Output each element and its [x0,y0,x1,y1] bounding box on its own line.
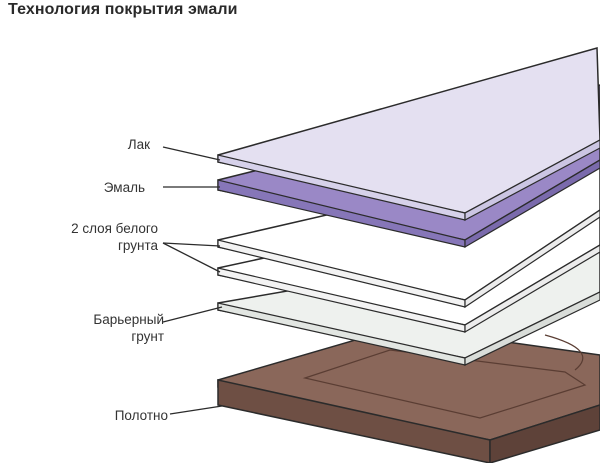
diagram-title: Технология покрытия эмали [8,1,238,18]
enamel-side [464,159,600,249]
label-panel: Полотно [114,408,168,423]
white-primer-lower-side [464,244,600,334]
panel-right-face [489,404,600,463]
panel-front-face [217,379,491,463]
label-white-primer-line2: грунта [117,238,158,253]
label-barrier-primer-line2: грунт [131,329,164,344]
lacquer-side [464,139,600,221]
leader-white-primer-upper [162,242,221,247]
label-barrier-primer-line1: Барьерный [93,312,164,327]
label-white-primer-line1: 2 слоя белого [71,221,158,236]
leader-panel [169,405,223,415]
leader-lacquer [162,146,221,161]
barrier-primer-side [464,291,600,366]
leader-white-primer-lower [162,242,221,273]
layer-lacquer [217,47,600,221]
white-primer-upper-side [464,209,600,309]
leader-lines [162,146,223,415]
panel-groove-arc [544,334,584,371]
panel-groove [302,349,587,419]
label-lacquer: Лак [127,137,150,152]
label-enamel: Эмаль [103,180,145,195]
layer-panel [217,326,600,463]
leader-barrier-primer [162,306,223,323]
